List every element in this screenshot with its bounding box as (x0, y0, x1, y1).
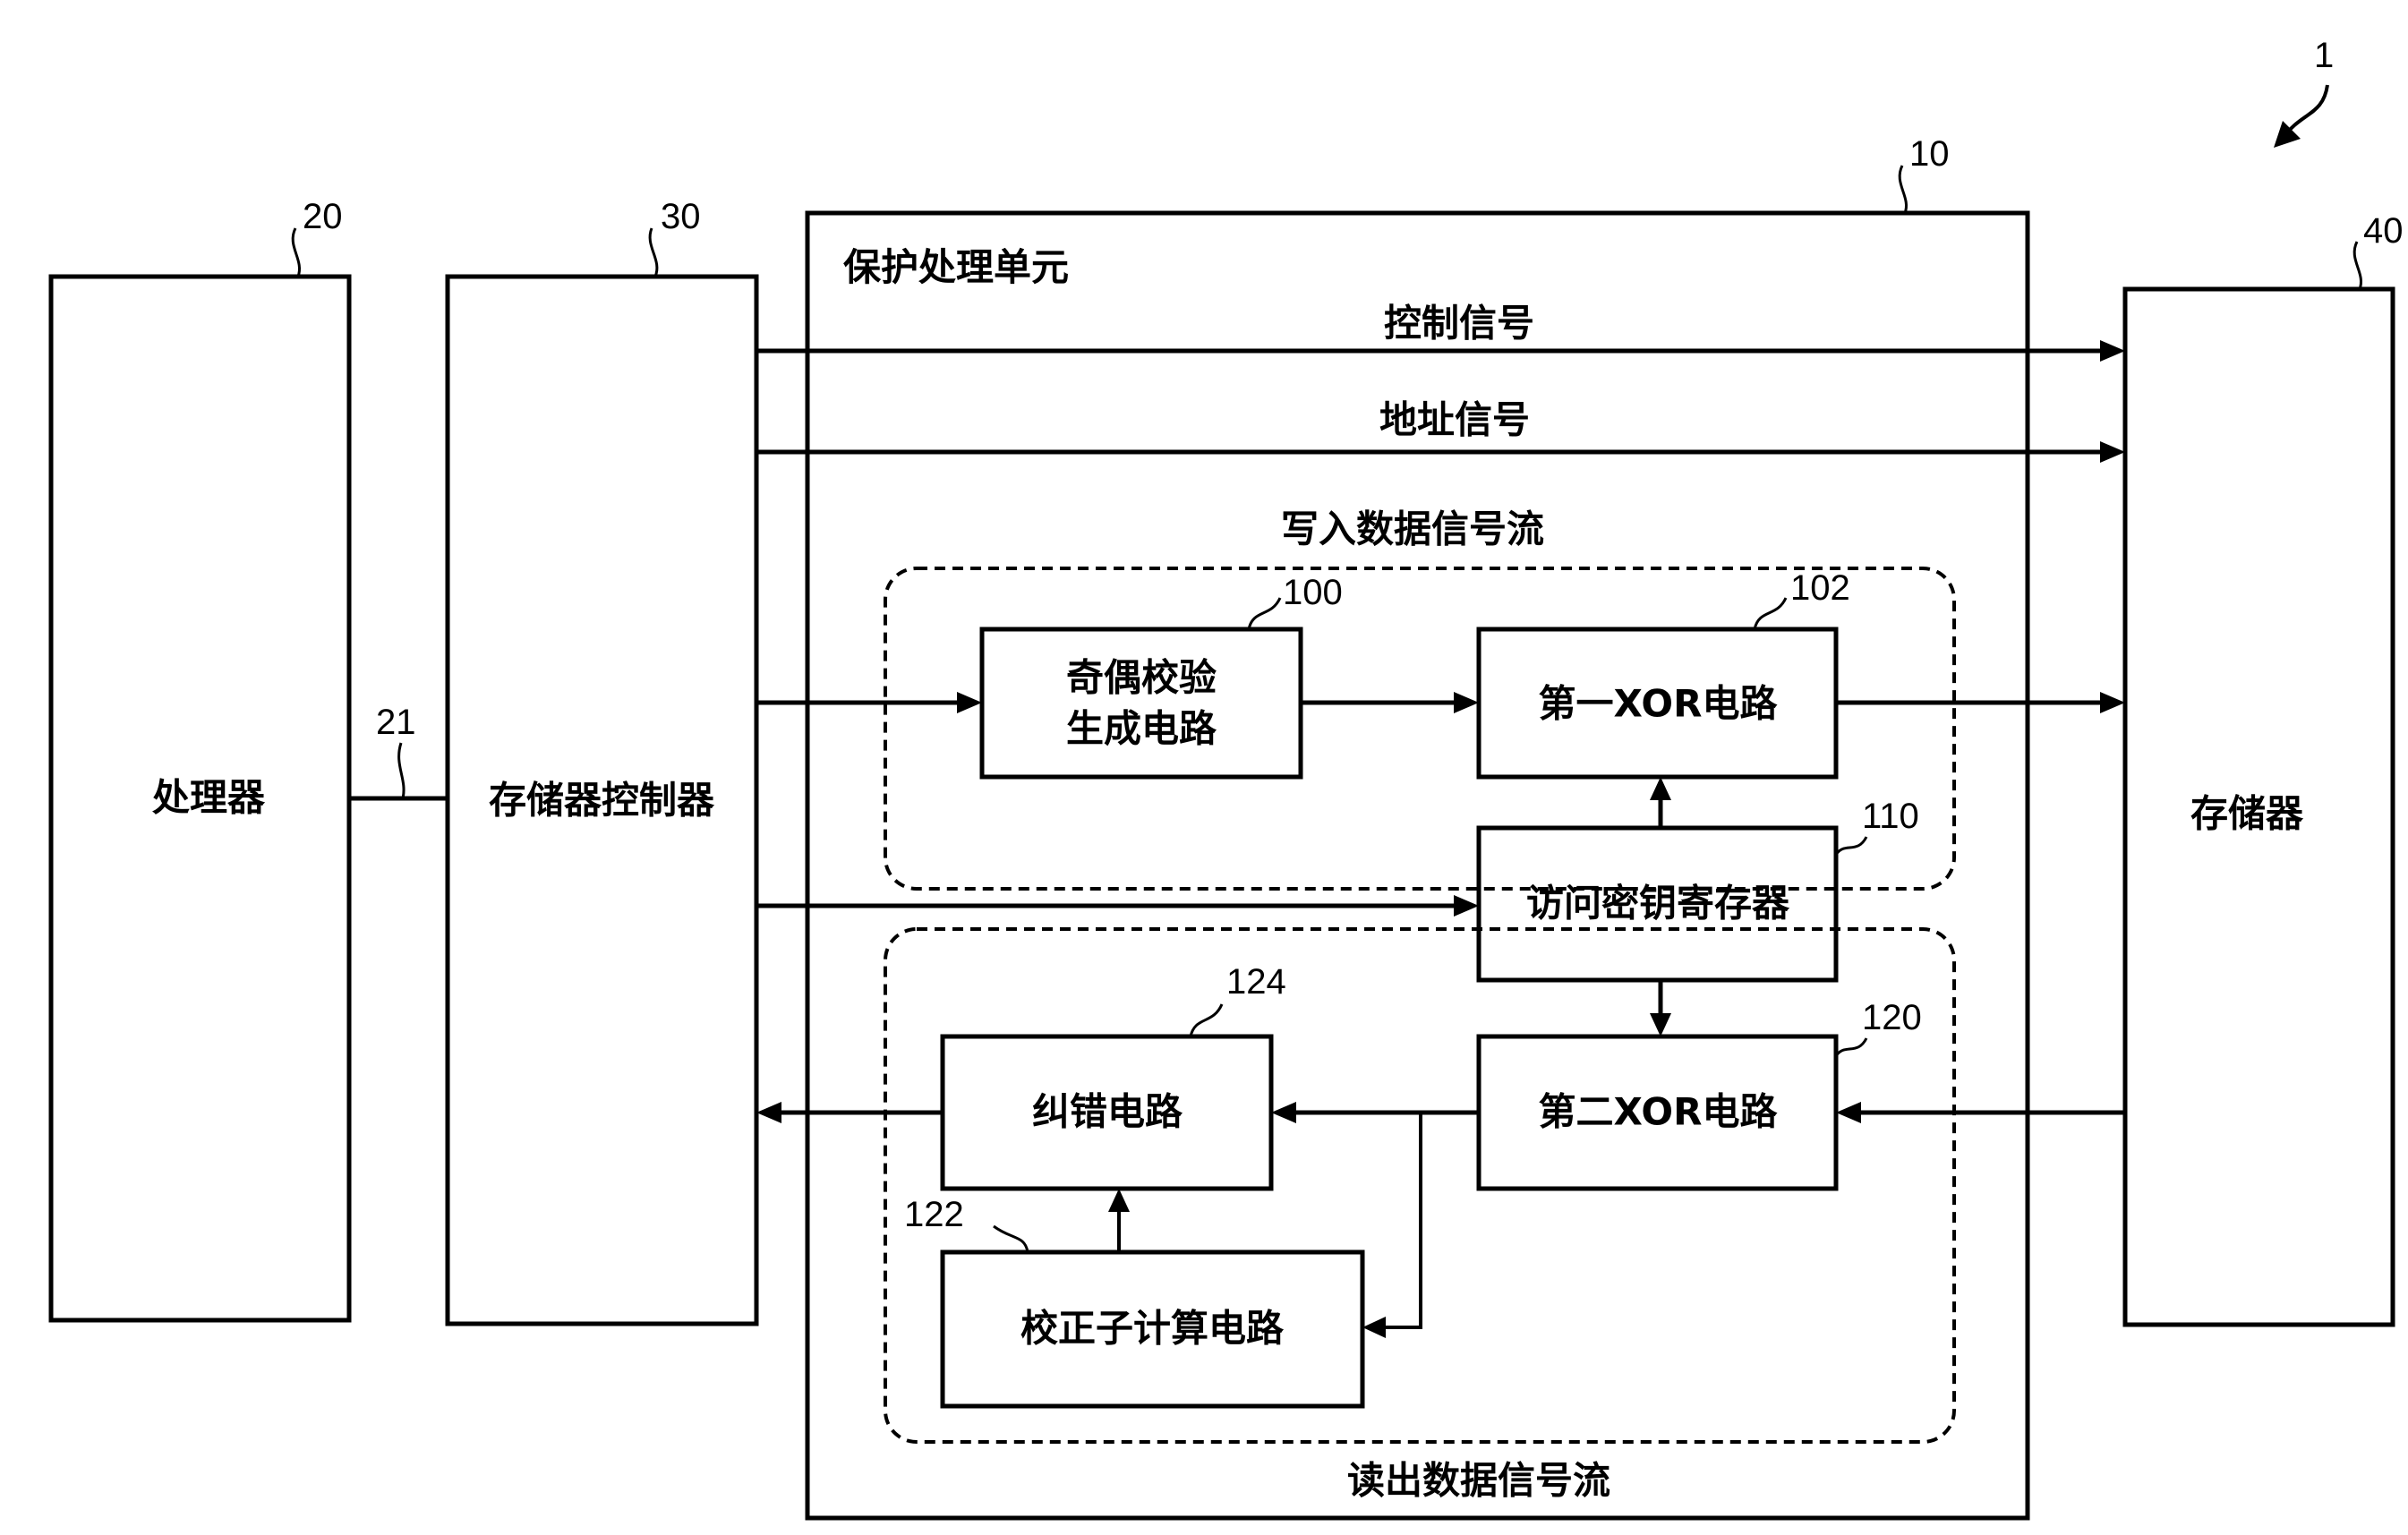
error-correction-label: 纠错电路 (1031, 1089, 1183, 1134)
leader-20 (291, 227, 301, 277)
ref-key-register: 110 (1862, 797, 1919, 836)
leader-110 (1834, 836, 1868, 856)
memory-label: 存储器 (2190, 791, 2304, 836)
xor2-label: 第二XOR电路 (1538, 1089, 1778, 1134)
control-signal-label: 控制信号 (1383, 301, 1535, 345)
syndrome-box (940, 1249, 1365, 1409)
ref-xor1: 102 (1790, 568, 1850, 608)
arrowhead-key-to-xor2 (1650, 1013, 1671, 1036)
ref-system: 1 (2314, 36, 2335, 75)
arrowhead-to-syndrome (1362, 1317, 1386, 1338)
read-flow-region (884, 927, 1956, 1444)
ref-memory: 40 (2363, 211, 2404, 251)
write-flow-label: 写入数据信号流 (1280, 507, 1545, 551)
arrowhead-key-to-xor1 (1650, 777, 1671, 800)
syndrome-label: 校正子计算电路 (1020, 1306, 1285, 1351)
parity-gen-line1: 奇偶校验 (1065, 655, 1217, 700)
leader-102 (1753, 597, 1788, 630)
arrowhead-address (2100, 441, 2125, 463)
wire-branch-to-syndrome (1380, 1113, 1422, 1329)
memory-box (2122, 286, 2395, 1327)
key-register-box (1476, 825, 1839, 983)
leader-122 (993, 1224, 1029, 1253)
protection-unit-label: 保护处理单元 (843, 245, 1070, 289)
address-signal-label: 地址信号 (1379, 397, 1531, 442)
arrowhead-to-key (1454, 895, 1479, 917)
processor-label: 处理器 (151, 775, 266, 820)
arrowhead-to-memory (2100, 692, 2125, 713)
xor1-label: 第一XOR电路 (1538, 681, 1778, 726)
leader-120 (1834, 1037, 1868, 1057)
leader-30 (648, 227, 659, 277)
ref-parity-gen: 100 (1283, 573, 1343, 612)
arrowhead-to-ecc (1271, 1102, 1296, 1123)
ref-protection-unit: 10 (1909, 134, 1950, 174)
ref-xor2: 120 (1862, 998, 1922, 1037)
memory-controller-label: 存储器控制器 (488, 778, 715, 823)
leader-21 (397, 742, 406, 799)
leader-124 (1189, 1003, 1224, 1037)
leader-10 (1898, 165, 1908, 214)
arrowhead-control (2100, 340, 2125, 362)
ref-syndrome: 122 (904, 1195, 964, 1234)
leader-100 (1247, 597, 1282, 630)
arrowhead-to-xor2 (1836, 1102, 1861, 1123)
arrowhead-system-pointer (2274, 121, 2301, 148)
write-flow-region (884, 567, 1956, 891)
ref-error-correction: 124 (1226, 962, 1286, 1002)
leader-40 (2352, 241, 2362, 290)
parity-gen-label: 奇偶校验 生成电路 (1066, 652, 1217, 754)
ref-memory-controller: 30 (661, 197, 701, 236)
parity-gen-line2: 生成电路 (1065, 706, 1217, 750)
protection-unit-box (805, 210, 2030, 1521)
key-register-label: 访问密钥寄存器 (1525, 881, 1790, 925)
arrowhead-to-mc (756, 1102, 781, 1123)
arrowhead-syndrome-to-ecc (1108, 1189, 1130, 1212)
ref-bus: 21 (376, 703, 416, 742)
read-flow-label: 读出数据信号流 (1346, 1458, 1611, 1503)
ref-processor: 20 (303, 197, 343, 236)
arrowhead-to-xor1 (1454, 692, 1479, 713)
arrowhead-to-parity (957, 692, 982, 713)
